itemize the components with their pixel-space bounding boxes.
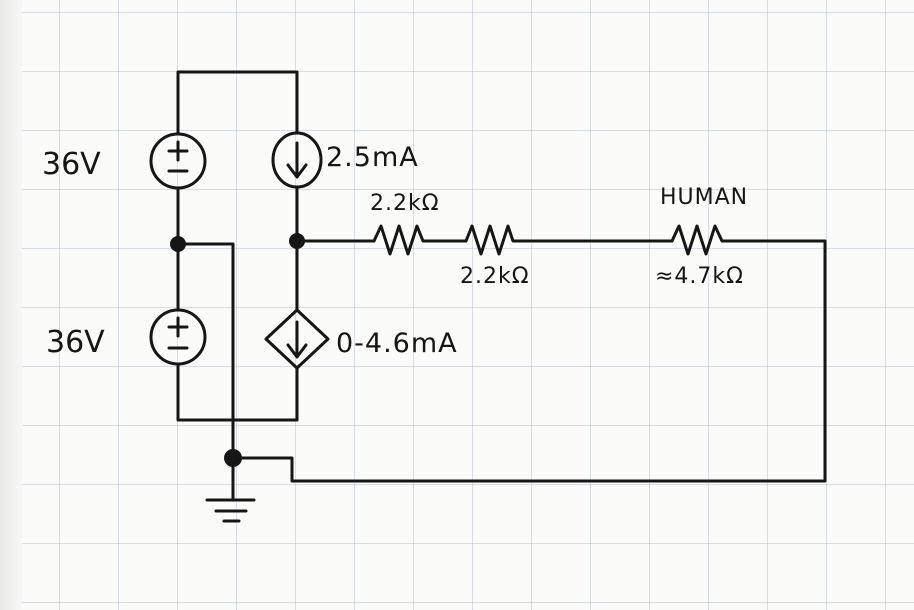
wire-node-to-ground — [176, 242, 235, 502]
label-human: HUMAN — [660, 185, 748, 210]
ground-icon — [205, 456, 256, 523]
voltage-source-bottom-icon — [149, 308, 207, 366]
label-36v-bottom: 36V — [46, 325, 105, 360]
junctions — [170, 233, 305, 467]
paper-edge — [0, 0, 22, 610]
wire-right-loop — [231, 239, 827, 483]
current-source-icon — [271, 131, 323, 189]
resistor-human-icon — [670, 224, 734, 256]
label-current-source: 2.5mA — [326, 142, 419, 173]
resistor-1-icon — [372, 224, 430, 256]
wire-top-loop — [176, 70, 299, 135]
label-36v-top: 36V — [42, 147, 101, 182]
dependent-current-source-icon — [264, 308, 330, 370]
label-dependent-current-source: 0-4.6mA — [336, 328, 458, 359]
wire-left-lower — [176, 364, 299, 422]
voltage-source-top-icon — [149, 132, 207, 190]
junction-dot-left — [170, 236, 186, 252]
label-resistor-1: 2.2kΩ — [370, 191, 440, 216]
resistor-2-icon — [464, 224, 518, 256]
label-resistor-2: 2.2kΩ — [460, 264, 530, 289]
junction-dot-mid — [289, 233, 305, 249]
label-human-resistance: ≈4.7kΩ — [655, 264, 744, 289]
